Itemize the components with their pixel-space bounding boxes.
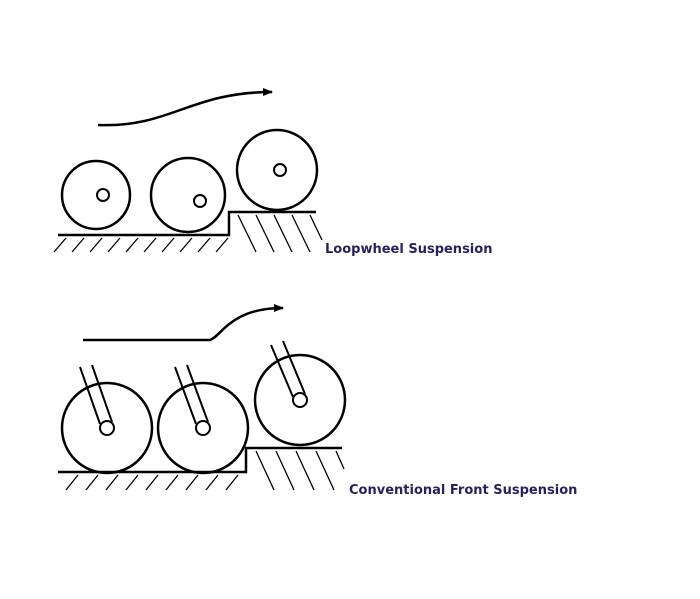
wheel-hub	[195, 420, 211, 436]
loopwheel-wheel-3	[235, 128, 319, 212]
loopwheel-wheel-1	[60, 159, 132, 231]
wheel-outline	[149, 156, 227, 234]
fork-arm	[174, 364, 209, 425]
wheel-outline	[253, 353, 347, 447]
loopwheel-caption: Loopwheel Suspension	[325, 242, 493, 257]
conventional-diagram	[58, 304, 347, 491]
wheel-outline	[60, 381, 154, 475]
loopwheel-trajectory-arrow	[97, 88, 273, 127]
conventional-ground-hatching	[65, 450, 345, 491]
wheel-hub	[96, 188, 110, 202]
conventional-wheel-3	[253, 340, 347, 447]
conventional-trajectory-arrow	[83, 304, 284, 342]
wheel-hub	[193, 194, 207, 208]
wheel-hub	[99, 420, 115, 436]
loopwheel-wheel-2	[149, 156, 227, 234]
loopwheel-ground-profile	[58, 210, 316, 237]
fork-arm	[270, 340, 306, 398]
loopwheel-diagram	[53, 88, 323, 253]
loopwheel-ground-hatching	[53, 214, 323, 253]
wheel-outline	[60, 159, 132, 231]
conventional-caption: Conventional Front Suspension	[349, 483, 578, 498]
wheel-outline	[235, 128, 319, 212]
conventional-wheel-1	[60, 364, 154, 475]
wheel-hub	[273, 163, 287, 177]
wheel-hub	[292, 392, 308, 408]
wheel-outline	[156, 381, 250, 475]
conventional-ground-profile	[58, 446, 342, 474]
conventional-wheel-2	[156, 364, 250, 475]
fork-arm	[79, 364, 113, 425]
